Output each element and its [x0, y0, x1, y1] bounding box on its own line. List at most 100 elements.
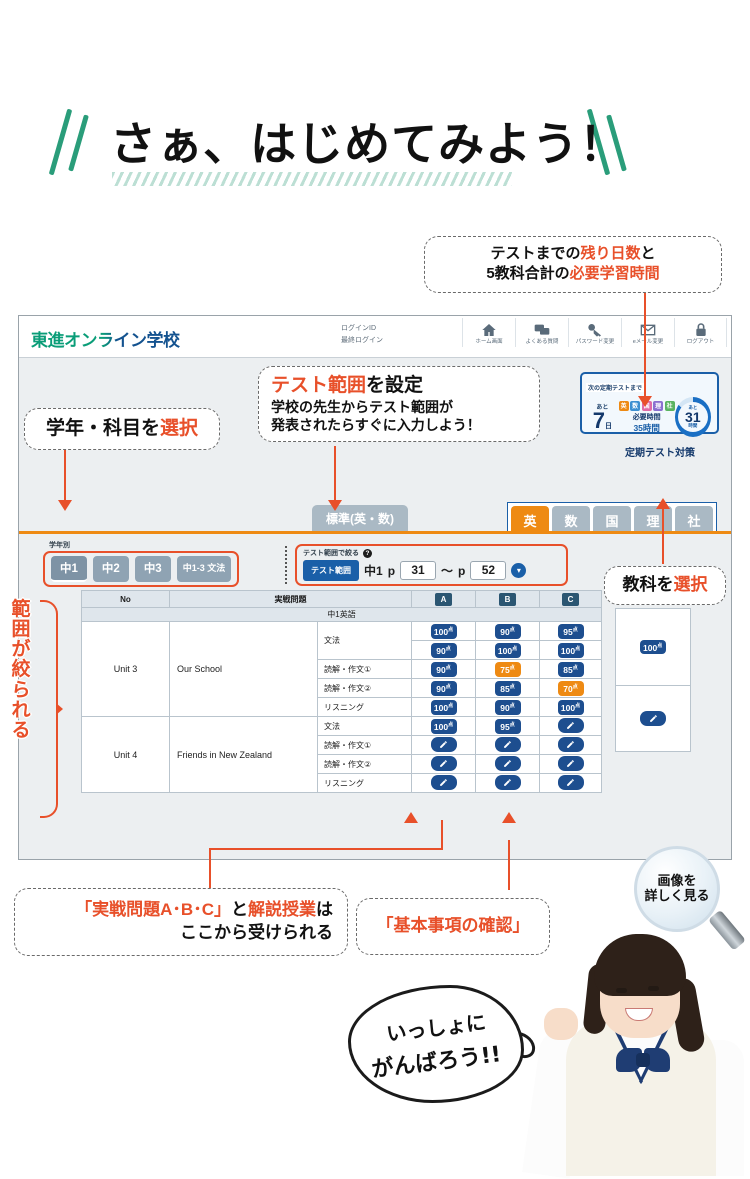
score-badge[interactable]: 90点: [430, 662, 457, 677]
cell-u1r4b[interactable]: 85点: [475, 678, 540, 698]
countdown-row: あと 7日 英 数 国 理 社 必要時間 35時間 あと: [586, 397, 713, 437]
cell-u2r4c[interactable]: [539, 773, 602, 793]
cell-u2r2b[interactable]: [475, 735, 540, 755]
score-badge[interactable]: 85点: [494, 681, 521, 696]
page-prefix-from: p: [387, 563, 396, 578]
cell-u1r3b[interactable]: 75点: [475, 659, 540, 679]
help-icon[interactable]: ?: [363, 548, 372, 558]
student-ribbon: [616, 1046, 670, 1076]
skill-grammar-2: 文法: [317, 716, 412, 736]
cell-u2r2a[interactable]: [411, 735, 476, 755]
cell-u2r3a[interactable]: [411, 754, 476, 774]
pencil-icon[interactable]: [430, 775, 457, 790]
callout-test-range-line2: 学校の先生からテスト範囲が: [271, 398, 453, 415]
pencil-icon[interactable]: [640, 711, 666, 726]
cell-u1r4a[interactable]: 90点: [411, 678, 476, 698]
nav-item-email[interactable]: eメール変更: [621, 318, 674, 347]
pencil-icon[interactable]: [557, 775, 584, 790]
pencil-icon[interactable]: [557, 756, 584, 771]
pencil-icon[interactable]: [557, 737, 584, 752]
cell-u1r5a[interactable]: 100点: [411, 697, 476, 717]
cell-u1r1a[interactable]: 100点: [411, 621, 476, 641]
score-badge[interactable]: 100点: [430, 624, 457, 639]
cell-u1r1c[interactable]: 95点: [539, 621, 602, 641]
page-to-input[interactable]: 52: [470, 561, 507, 580]
score-badge[interactable]: 90点: [430, 681, 457, 696]
nav-item-faq[interactable]: よくある質問: [515, 318, 568, 347]
explanation-cell-unit3[interactable]: 100点: [615, 608, 691, 686]
score-badge[interactable]: 100点: [557, 700, 584, 715]
filter-bar: 学年別 中1 中2 中3 中1-3 文法 テスト範囲で絞る ? テスト範囲 中1…: [19, 538, 731, 588]
score-badge[interactable]: 95点: [557, 624, 584, 639]
cell-u1r3c[interactable]: 85点: [539, 659, 602, 679]
pencil-icon[interactable]: [494, 737, 521, 752]
score-badge[interactable]: 100点: [494, 643, 521, 658]
cell-u2r1a[interactable]: 100点: [411, 716, 476, 736]
score-badge[interactable]: 90点: [430, 643, 457, 658]
tab-subject-english[interactable]: 英: [511, 506, 549, 534]
pencil-icon[interactable]: [557, 718, 584, 733]
score-badge[interactable]: 100点: [430, 719, 457, 734]
page-from-input[interactable]: 31: [400, 561, 437, 580]
cell-u2r2c[interactable]: [539, 735, 602, 755]
callout-countdown-l1a: テストまでの: [490, 245, 581, 262]
grade-button-3[interactable]: 中3: [134, 556, 171, 582]
cell-u1r2b[interactable]: 100点: [475, 640, 540, 660]
connector-basics-v: [508, 840, 511, 890]
score-badge[interactable]: 85点: [557, 662, 584, 677]
cell-u1r2a[interactable]: 90点: [411, 640, 476, 660]
test-range-row: テスト範囲 中1 p 31 ～ p 52 ▾: [303, 560, 560, 581]
callout-countdown-l1b: 残り日数: [580, 245, 641, 262]
tab-subject-science[interactable]: 理: [634, 506, 672, 534]
cell-u2r3b[interactable]: [475, 754, 540, 774]
score-badge-warn[interactable]: 75点: [494, 662, 521, 677]
grade-button-group: 中1 中2 中3 中1-3 文法: [43, 551, 240, 587]
cell-u1r5c[interactable]: 100点: [539, 697, 602, 717]
app-logo[interactable]: 東進オンライン学校: [31, 326, 180, 351]
pencil-icon[interactable]: [430, 756, 457, 771]
pencil-icon[interactable]: [430, 737, 457, 752]
score-badge[interactable]: 95点: [494, 719, 521, 734]
countdown-days-block: あと 7日: [586, 402, 619, 433]
grade-button-2[interactable]: 中2: [92, 556, 129, 582]
cell-u2r4a[interactable]: [411, 773, 476, 793]
score-badge[interactable]: 100点: [557, 643, 584, 658]
cell-u1r5b[interactable]: 90点: [475, 697, 540, 717]
score-badge[interactable]: 90点: [494, 624, 521, 639]
score-badge[interactable]: 100点: [430, 700, 457, 715]
chevron-down-icon[interactable]: ▾: [511, 563, 527, 578]
cell-u1r4c[interactable]: 70点: [539, 678, 602, 698]
grade-button-grammar[interactable]: 中1-3 文法: [176, 556, 232, 582]
cell-u2r3c[interactable]: [539, 754, 602, 774]
cell-u1r2c[interactable]: 100点: [539, 640, 602, 660]
pencil-icon[interactable]: [494, 775, 521, 790]
unit-topic-2: Friends in New Zealand: [169, 716, 318, 793]
table-row: リスニング 100点 90点 100点: [82, 697, 602, 717]
score-badge[interactable]: 90点: [494, 700, 521, 715]
tab-subject-japanese[interactable]: 国: [593, 506, 631, 534]
pencil-icon[interactable]: [494, 756, 521, 771]
test-range-filter-label-text: テスト範囲で絞る: [303, 550, 359, 557]
magnifier-callout[interactable]: 画像を 詳しく見る: [634, 846, 746, 951]
cell-u2r1c[interactable]: [539, 716, 602, 736]
tab-subject-math[interactable]: 数: [552, 506, 590, 534]
callout-countdown-line2: 5教科合計の必要学習時間: [437, 264, 709, 284]
score-badge-warn[interactable]: 70点: [557, 681, 584, 696]
nav-item-home[interactable]: ホーム画面: [462, 318, 515, 347]
connector-practice-up: [441, 820, 444, 850]
cell-u2r4b[interactable]: [475, 773, 540, 793]
tab-subject-social[interactable]: 社: [675, 506, 713, 534]
magnifier-lens: 画像を 詳しく見る: [634, 846, 720, 932]
nav-item-logout[interactable]: ログアウト: [674, 318, 727, 347]
tab-standard[interactable]: 標準(英・数): [312, 505, 408, 532]
page-prefix-to: p: [458, 563, 466, 578]
score-badge[interactable]: 100点: [640, 639, 666, 655]
callout-practice-l1b: と: [231, 900, 248, 919]
cell-u1r1b[interactable]: 90点: [475, 621, 540, 641]
cell-u2r1b[interactable]: 95点: [475, 716, 540, 736]
explanation-cell-unit4[interactable]: [615, 686, 691, 752]
nav-item-password[interactable]: パスワード変更: [568, 318, 621, 347]
test-range-button[interactable]: テスト範囲: [303, 560, 359, 581]
cell-u1r3a[interactable]: 90点: [411, 659, 476, 679]
grade-button-1[interactable]: 中1: [51, 556, 87, 582]
